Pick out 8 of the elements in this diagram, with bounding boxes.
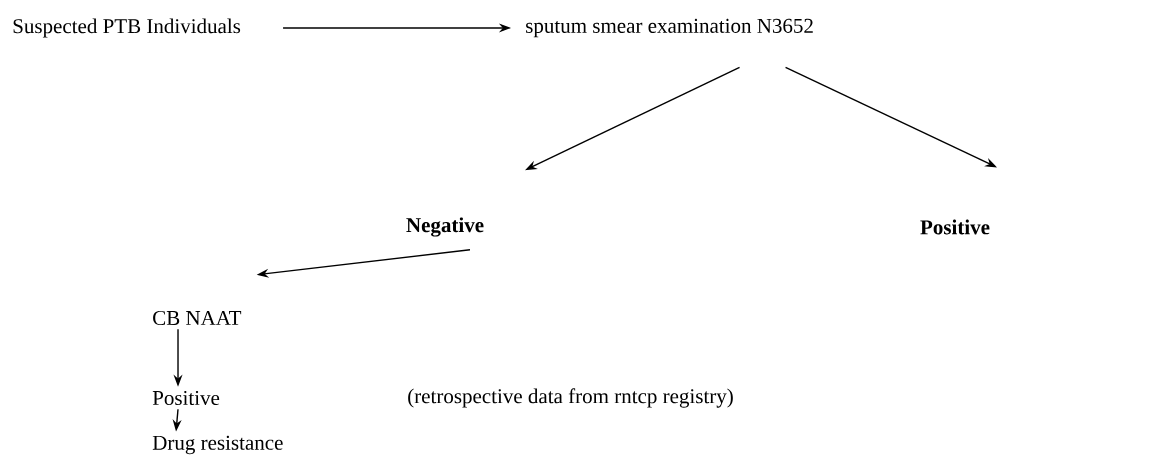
flow-text: Negative [406, 217, 484, 237]
note-text: (retrospective data from rntcp registry) [408, 388, 733, 408]
flow-text: Drug resistance [152, 435, 283, 455]
flow-text: Positive [920, 219, 990, 235]
flow-text: Positive [152, 390, 220, 406]
flow-text: sputum smear examination N3652 [526, 18, 813, 38]
flow-text: CB NAAT [153, 310, 242, 326]
flow-text: Suspected PTB Individuals [13, 18, 241, 38]
